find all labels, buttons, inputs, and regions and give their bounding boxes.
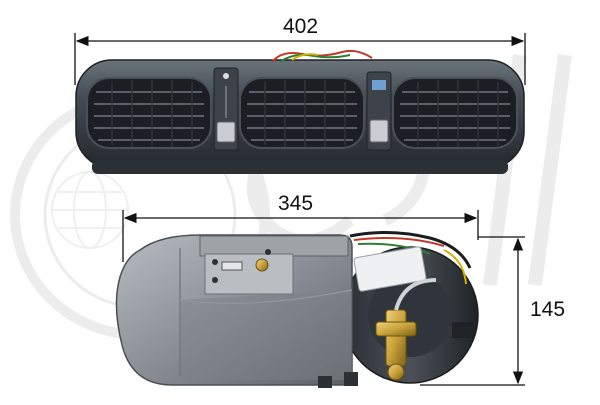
- width-dimension-label: 402: [283, 15, 319, 38]
- evaporator-unit-top: [75, 49, 525, 174]
- height-dimension-line: [420, 236, 525, 386]
- evaporator-unit-side: [115, 230, 479, 388]
- expansion-valve: [375, 278, 437, 381]
- height-dimension-label: 145: [530, 298, 566, 321]
- length-dimension-label: 345: [278, 192, 314, 215]
- vent-left: [86, 77, 212, 149]
- width-dimension-line: [74, 33, 526, 85]
- length-dimension-line: [122, 210, 479, 262]
- thermostat-panel: [366, 71, 392, 151]
- vent-right: [392, 77, 518, 149]
- watermark-globe: [51, 171, 129, 249]
- fan-switch-panel: [213, 67, 239, 151]
- vent-center: [239, 77, 365, 149]
